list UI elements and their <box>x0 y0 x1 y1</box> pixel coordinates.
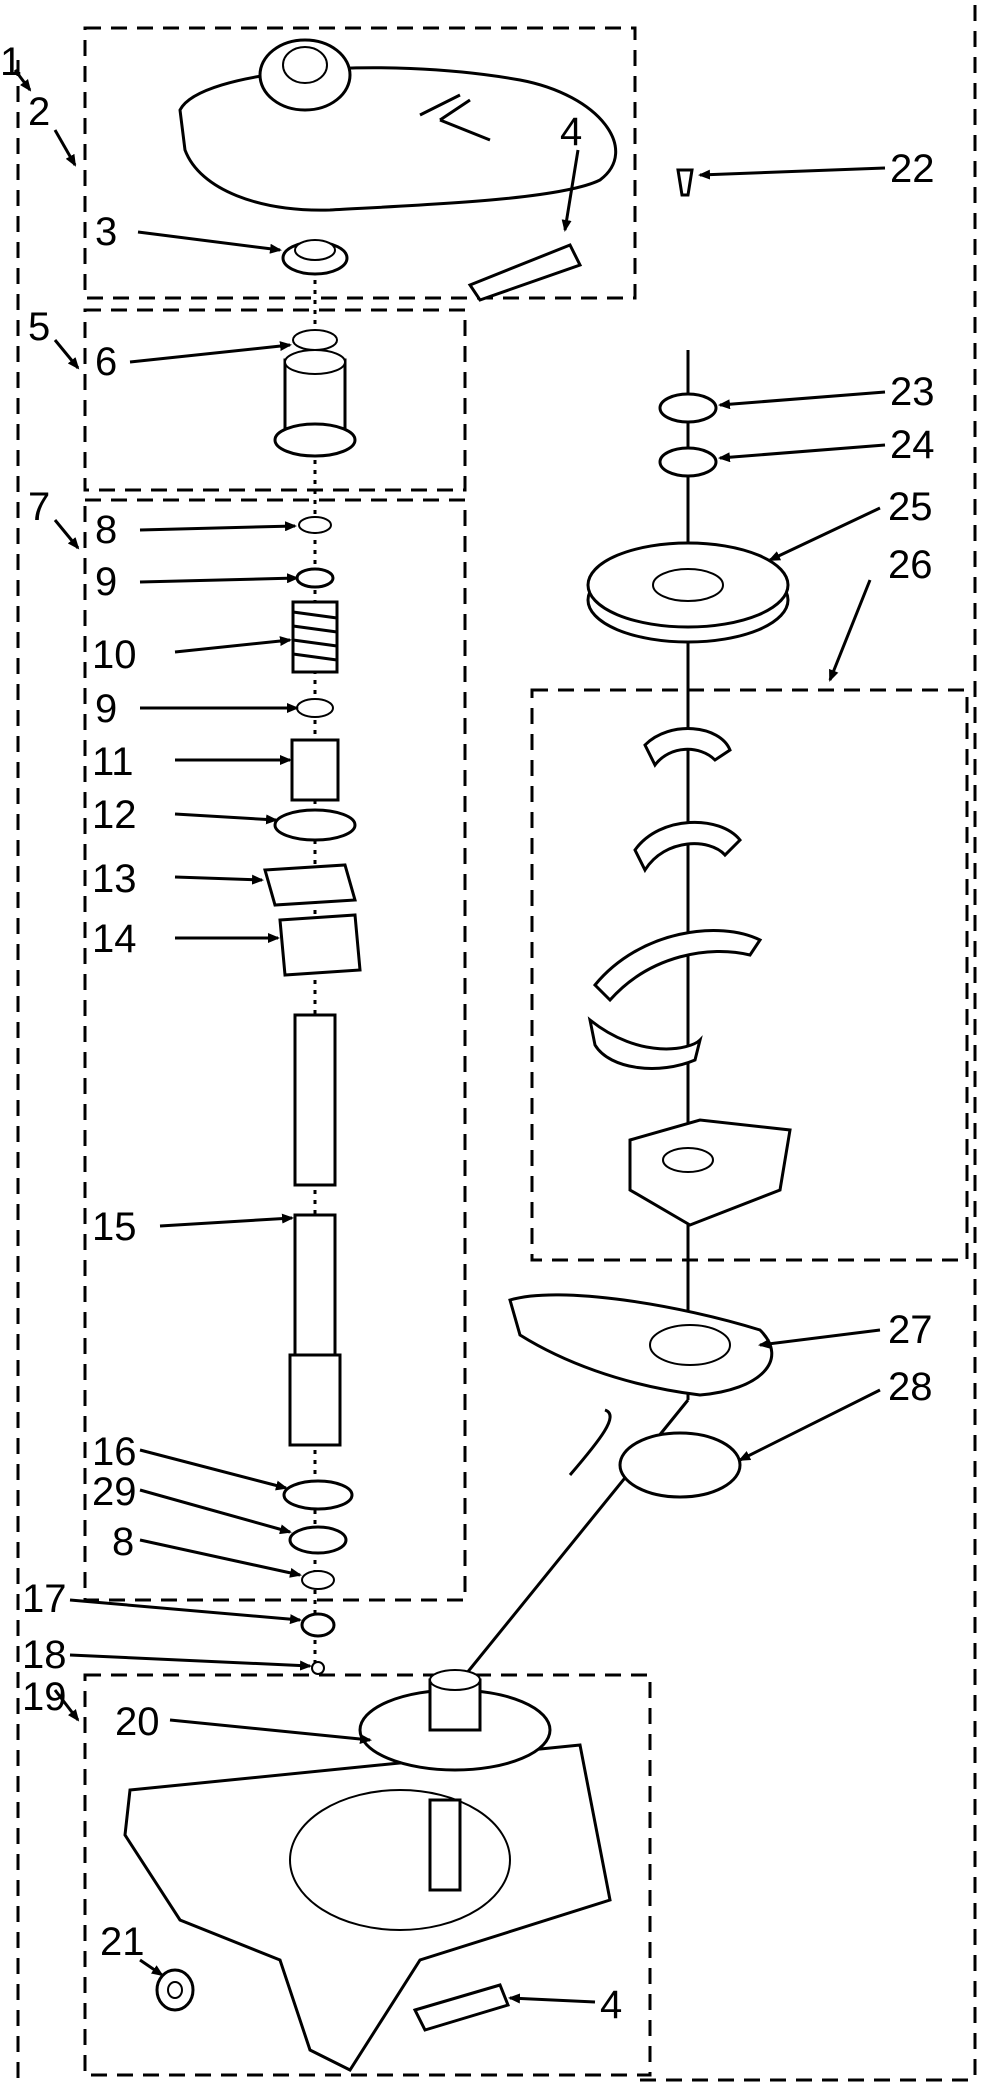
callout-18: 18 <box>22 1633 67 1677</box>
callout-22: 22 <box>890 147 935 191</box>
callout-29: 29 <box>92 1470 137 1514</box>
callout-10: 10 <box>92 633 137 677</box>
screw-part <box>676 168 694 197</box>
callout-20: 20 <box>115 1700 160 1744</box>
callout-5: 5 <box>28 305 50 349</box>
callout-8-bottom: 8 <box>112 1520 134 1564</box>
callout-23: 23 <box>890 370 935 414</box>
base-housing-part <box>123 1743 612 2072</box>
callout-13: 13 <box>92 857 137 901</box>
callout-25: 25 <box>888 485 933 529</box>
callout-16: 16 <box>92 1430 137 1474</box>
small-parts-stack <box>263 516 362 977</box>
grease-tube-part-top <box>467 243 583 302</box>
box-assembly-5 <box>83 308 467 492</box>
callout-11: 11 <box>92 740 134 784</box>
shaft-part <box>288 1013 342 1447</box>
large-gear-part <box>586 541 790 644</box>
upper-right-washers <box>658 392 718 478</box>
callout-4-top: 4 <box>560 110 582 154</box>
callout-2: 2 <box>28 90 50 134</box>
spring-part <box>568 1408 742 1499</box>
nut-part <box>155 1968 195 2012</box>
base-gear-part <box>358 1669 552 1772</box>
callout-24: 24 <box>890 423 935 467</box>
clutch-assembly-internals <box>587 727 792 1227</box>
grease-tube-part-bottom <box>412 1983 511 2032</box>
callout-17: 17 <box>22 1577 67 1621</box>
callout-4-bottom: 4 <box>600 1983 622 2027</box>
callout-1: 1 <box>0 40 22 84</box>
lower-washers <box>282 1479 354 1675</box>
callout-9-top: 9 <box>95 560 117 604</box>
callout-8-top: 8 <box>95 508 117 552</box>
callout-21: 21 <box>100 1920 145 1964</box>
callout-6: 6 <box>95 340 117 384</box>
cover-part <box>178 38 618 212</box>
box-assembly-19 <box>83 1673 652 2077</box>
pinion-part <box>273 329 357 458</box>
callout-19: 19 <box>22 1675 67 1719</box>
seal-part <box>281 239 349 276</box>
outer-assembly-border <box>16 5 977 2082</box>
callout-9-bottom: 9 <box>95 687 117 731</box>
box-assembly-26 <box>530 688 969 1262</box>
callout-28: 28 <box>888 1365 933 1409</box>
callout-14: 14 <box>92 917 137 961</box>
lever-plate-part <box>508 1293 774 1397</box>
callout-12: 12 <box>92 793 137 837</box>
callout-26: 26 <box>888 543 933 587</box>
callout-15: 15 <box>92 1205 137 1249</box>
leader-lines <box>13 69 886 2004</box>
box-assembly-2 <box>83 26 637 300</box>
callout-7: 7 <box>28 485 50 529</box>
box-assembly-7 <box>83 498 467 1602</box>
callout-27: 27 <box>888 1308 933 1352</box>
callout-3: 3 <box>95 210 117 254</box>
callout-labels: 1 2 3 4 22 5 6 7 8 9 10 9 11 12 13 14 15… <box>0 40 935 2027</box>
